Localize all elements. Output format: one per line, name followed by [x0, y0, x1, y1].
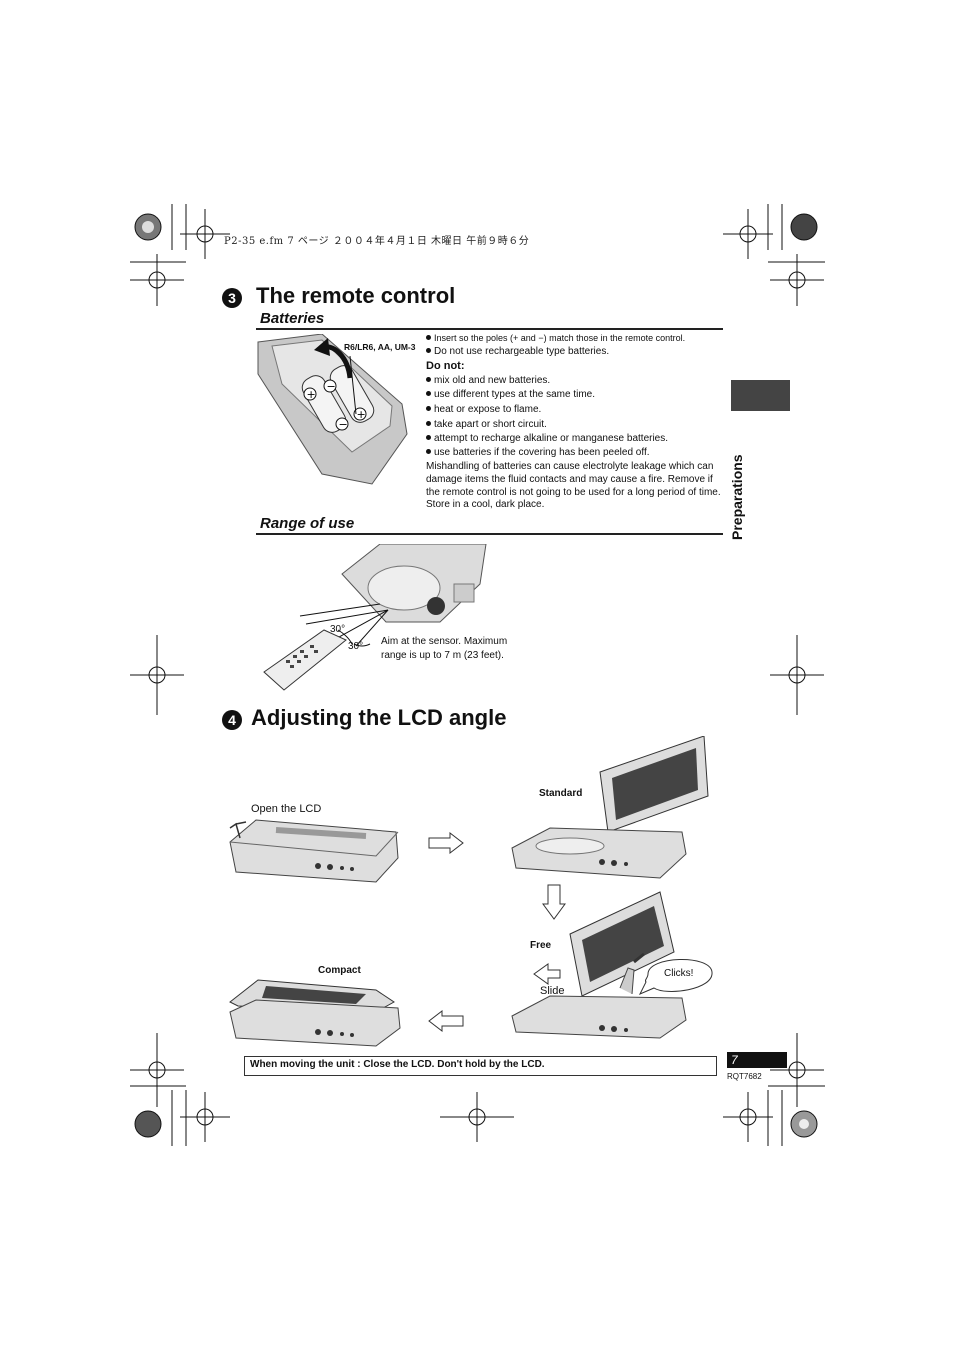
do-not-heading: Do not: [426, 360, 465, 372]
label-standard: Standard [539, 788, 583, 799]
svg-text:−: − [327, 380, 336, 393]
range-rule [256, 533, 723, 535]
range-angle-bottom: 30° [348, 641, 364, 652]
print-header-line: P2-35 e.fm 7 ページ ２００４年４月１日 木曜日 午前９時６分 [224, 236, 530, 247]
do-not-item-6: use batteries if the covering has been p… [426, 447, 650, 459]
moving-unit-notice: When moving the unit : Close the LCD. Do… [244, 1056, 717, 1076]
do-not-item-1: mix old and new batteries. [426, 375, 550, 387]
arrow-right-icon [428, 832, 464, 854]
range-caption-line-2: range is up to 7 m (23 feet). [381, 650, 504, 661]
standard-unit-illustration [511, 736, 709, 879]
range-of-use-illustration [263, 544, 487, 691]
subheading-range-of-use: Range of use [260, 515, 355, 532]
section-title-lcd-angle: Adjusting the LCD angle [251, 705, 507, 730]
preparations-tab-marker [731, 380, 790, 411]
section-title-remote-control: The remote control [256, 283, 456, 308]
label-slide: Slide [540, 985, 565, 997]
do-not-item-2: use different types at the same time. [426, 389, 595, 401]
range-caption-line-1: Aim at the sensor. Maximum [381, 636, 508, 647]
document-code: RQT7682 [727, 1072, 762, 1081]
do-not-item-4: take apart or short circuit. [426, 419, 547, 431]
label-open-lcd: Open the LCD [251, 803, 322, 815]
range-angle-top: 30° [330, 624, 346, 635]
compact-unit-illustration [229, 979, 401, 1047]
label-compact: Compact [318, 965, 361, 976]
arrow-down-icon [542, 884, 566, 920]
battery-type-label: R6/LR6, AA, UM-3 [344, 342, 416, 352]
free-position-illustration [511, 891, 687, 1039]
page-number: 7 [727, 1052, 787, 1068]
arrow-left-icon [428, 1010, 464, 1032]
svg-text:+: + [307, 388, 316, 401]
remote-battery-illustration: + − − + [257, 334, 408, 485]
svg-text:+: + [357, 408, 366, 421]
label-clicks: Clicks! [664, 968, 694, 979]
battery-warning-paragraph: Mishandling of batteries can cause elect… [426, 461, 721, 511]
clicks-speech-bubble [638, 959, 713, 995]
svg-text:−: − [339, 418, 348, 431]
do-not-item-3: heat or expose to flame. [426, 404, 541, 416]
section-number-4: 4 [222, 710, 242, 730]
battery-bullet-1: Insert so the poles (+ and −) match thos… [426, 332, 685, 344]
do-not-item-5: attempt to recharge alkaline or manganes… [426, 433, 668, 445]
closed-unit-illustration [229, 819, 399, 883]
battery-bullet-2: Do not use rechargeable type batteries. [426, 346, 609, 358]
section-number-3: 3 [222, 288, 242, 308]
subheading-batteries: Batteries [260, 310, 325, 327]
batteries-rule [256, 328, 723, 330]
label-free: Free [530, 940, 552, 951]
preparations-side-label: Preparations [729, 454, 745, 540]
